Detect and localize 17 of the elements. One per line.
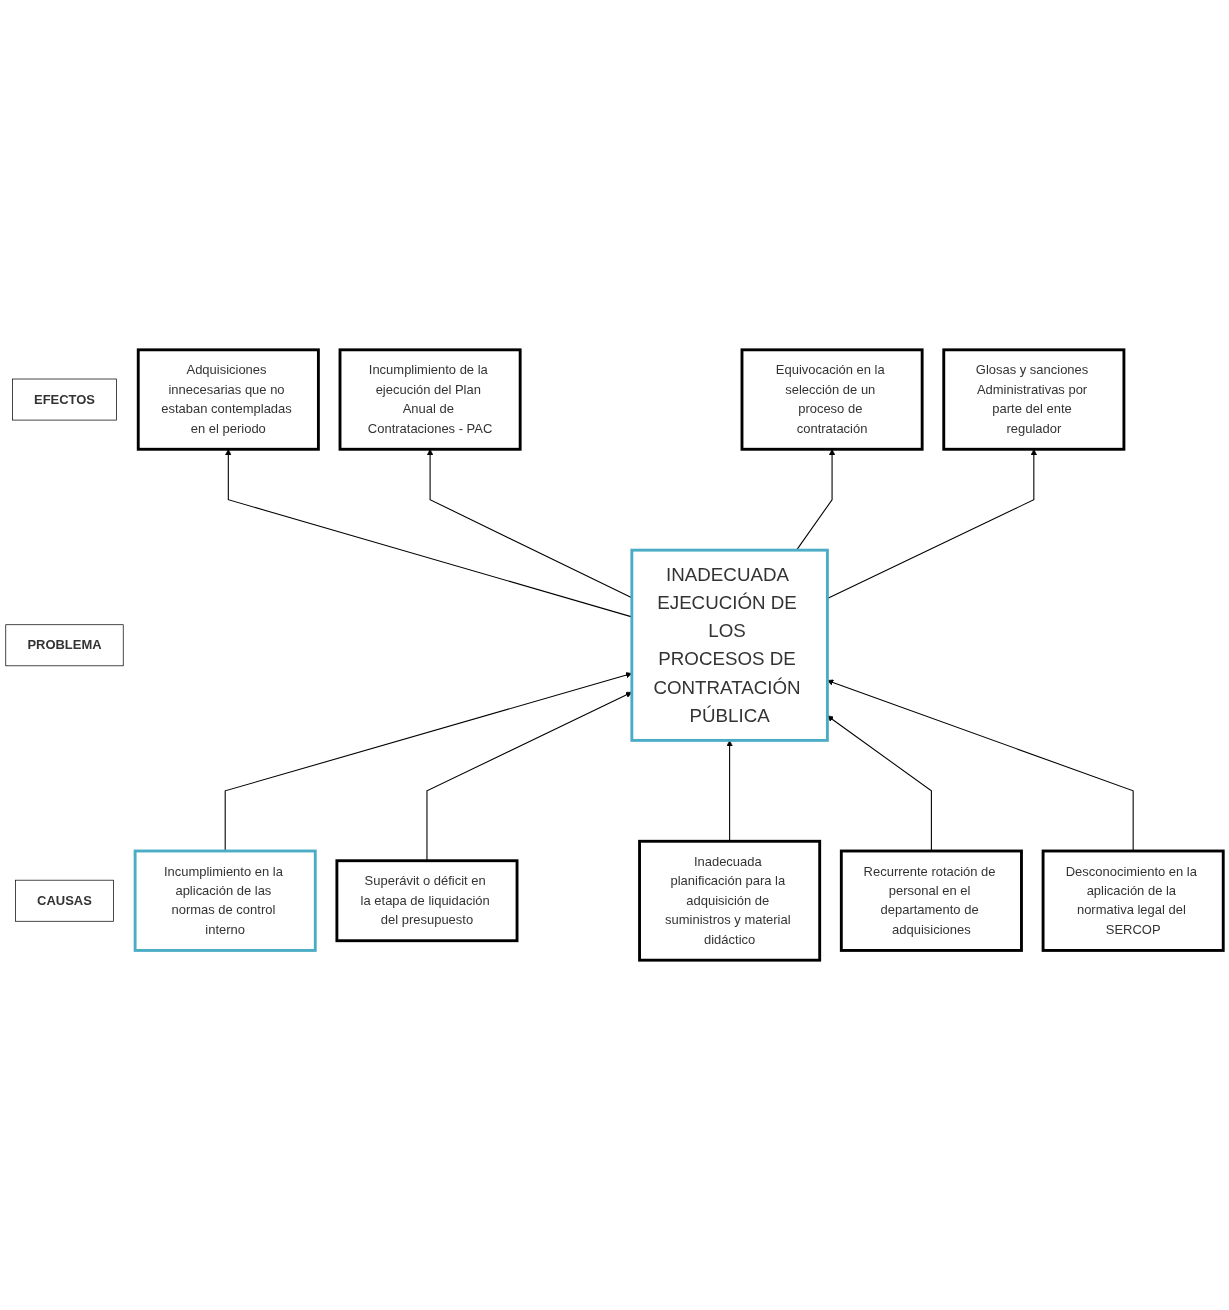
node-box: Incumplimiento de la ejecución del Plan Anual de Contrataciones - PAC xyxy=(338,348,522,451)
node-box: Equivocación en la selección de un proceso de contratación xyxy=(740,348,924,451)
node-box: Recurrente rotación de personal en el departamento de adquisiciones xyxy=(839,849,1023,952)
node-box: EFECTOS xyxy=(12,378,117,421)
arrow xyxy=(827,679,1134,852)
node-box: PROBLEMA xyxy=(5,624,124,667)
arrow xyxy=(796,449,836,551)
node-box: Glosas y sanciones Administrativas por parte del ente regulador xyxy=(942,348,1126,451)
arrow xyxy=(726,740,733,842)
arrow xyxy=(827,715,932,852)
node-box: INADECUADA EJECUCIÓN DE LOS PROCESOS DE CONTRATACIÓN PÚBLICA xyxy=(630,548,829,742)
node-box: CAUSAS xyxy=(15,879,114,922)
node-box: Incumplimiento en la aplicación de las normas de control interno xyxy=(133,849,317,952)
node-box: Superávit o déficit en la etapa de liquidación del presupuesto xyxy=(335,859,519,943)
node-box: Desconocimiento en la aplicación de la normativa legal del SERCOP xyxy=(1041,849,1225,952)
node-box: Adquisiciones innecesarias que no estaban contempladas en el periodo xyxy=(136,348,320,451)
node-box: Inadecuada planificación para la adquisición de suministros y material didáctico xyxy=(638,839,822,962)
